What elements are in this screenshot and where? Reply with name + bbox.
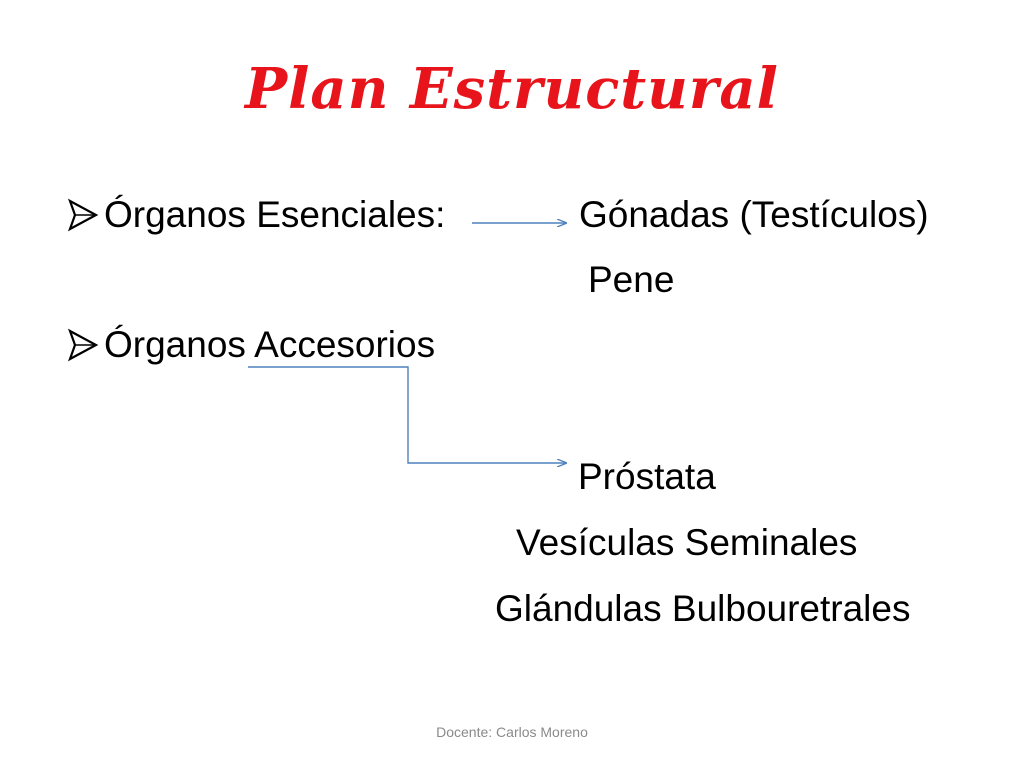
organ-prostata: Próstata: [578, 456, 716, 497]
bullet-label: Órganos Esenciales:: [104, 194, 446, 235]
arrow-bullet-icon: [68, 328, 99, 361]
connector-arrow-accessory: [248, 366, 566, 463]
organ-glandulas-bulbouretrales: Glándulas Bulbouretrales: [495, 588, 911, 629]
organ-vesiculas-seminales: Vesículas Seminales: [516, 522, 858, 563]
slide-footer: Docente: Carlos Moreno: [436, 724, 588, 740]
bullet-accessory-organs: Órganos Accesorios: [66, 326, 435, 363]
bullet-essential-organs: Órganos Esenciales:: [66, 196, 445, 233]
arrow-bullet-icon: [68, 198, 99, 231]
organ-gonadas: Gónadas (Testículos): [579, 194, 929, 235]
organ-pene: Pene: [588, 259, 675, 300]
bullet-label: Órganos Accesorios: [104, 324, 436, 365]
slide-title: Plan Estructural: [245, 56, 779, 122]
